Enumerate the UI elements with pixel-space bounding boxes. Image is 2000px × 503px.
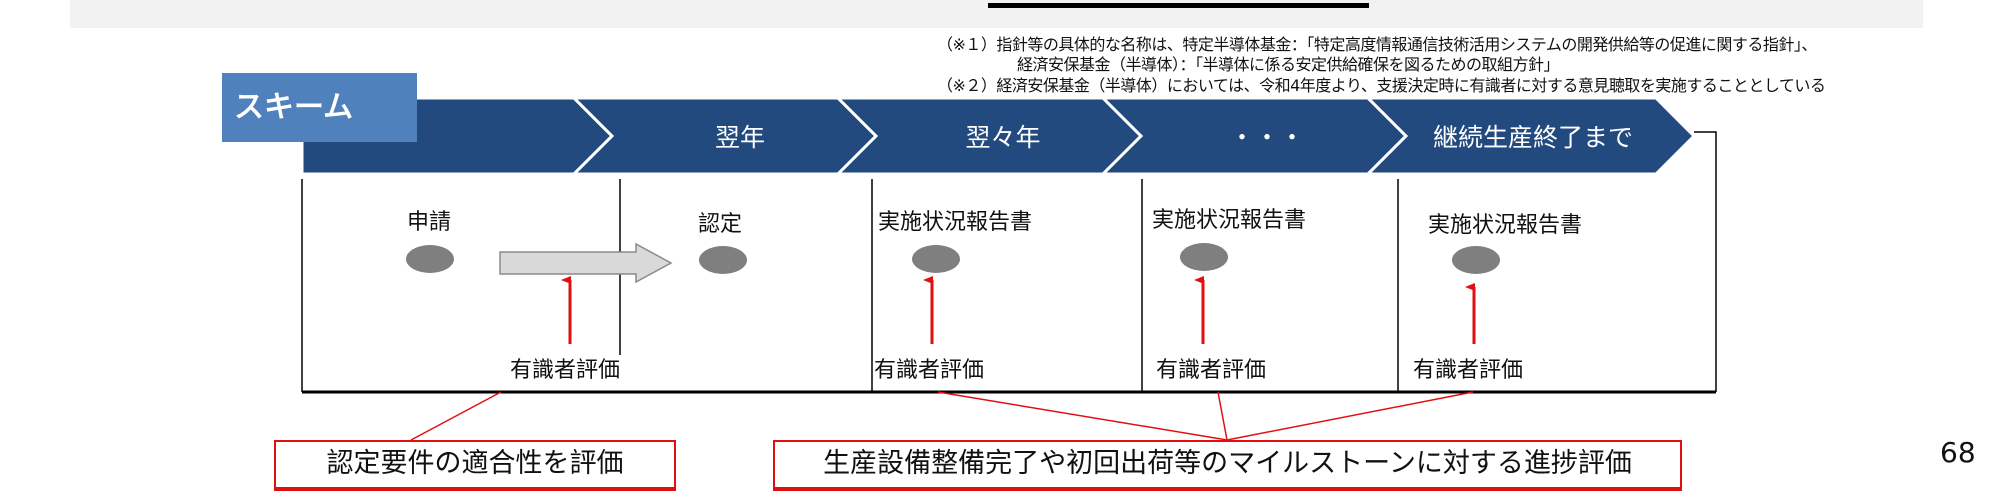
timeline-year-after: 翌々年 [965,123,1041,152]
note-1: （※１）指針等の具体的な名称は、特定半導体基金：「特定高度情報通信技術活用システ… [937,35,1817,54]
stage-report-3: 実施状況報告書 [1428,213,1583,238]
timeline-next-year: 翌年 [714,123,766,152]
expert-eval-1: 有識者評価 [510,358,621,383]
expert-eval-3: 有識者評価 [1156,358,1267,383]
dot-icon [912,245,960,273]
timeline-ellipsis: ・・・ [1229,123,1305,152]
callout-milestone: 生産設備整備完了や初回出荷等のマイルストーンに対する進捗評価 [773,440,1682,491]
expert-eval-4: 有識者評価 [1413,358,1524,383]
stage-report-1: 実施状況報告書 [878,210,1033,235]
table-lines [301,131,1717,394]
chevron-4 [1364,96,1697,176]
timeline-until-end: 継続生産終了まで [1432,123,1634,152]
callout-certification: 認定要件の適合性を評価 [274,440,676,491]
page-number: 68 [1940,436,1976,469]
dot-icon [1452,246,1500,274]
stage-application: 申請 [407,210,452,235]
stage-certification: 認定 [698,212,743,237]
top-divider [988,3,1369,8]
scheme-label: スキーム [222,73,417,142]
timeline-band [300,96,1697,176]
stage-dots [406,243,1500,274]
dot-icon [699,246,747,274]
expert-eval-2: 有識者評価 [874,358,985,383]
dot-icon [406,245,454,273]
stage-report-2: 実施状況報告書 [1152,208,1307,233]
red-arrows [561,276,1476,344]
gray-arrow-icon [499,242,673,284]
callout-lines [410,391,1474,441]
dot-icon [1180,243,1228,271]
note-2: （※２）経済安保基金（半導体）においては、令和4年度より、支援決定時に有識者に対… [937,76,1826,95]
note-1-cont: 経済安保基金（半導体）：「半導体に係る安定供給確保を図るための取組方針」 [1017,55,1560,74]
